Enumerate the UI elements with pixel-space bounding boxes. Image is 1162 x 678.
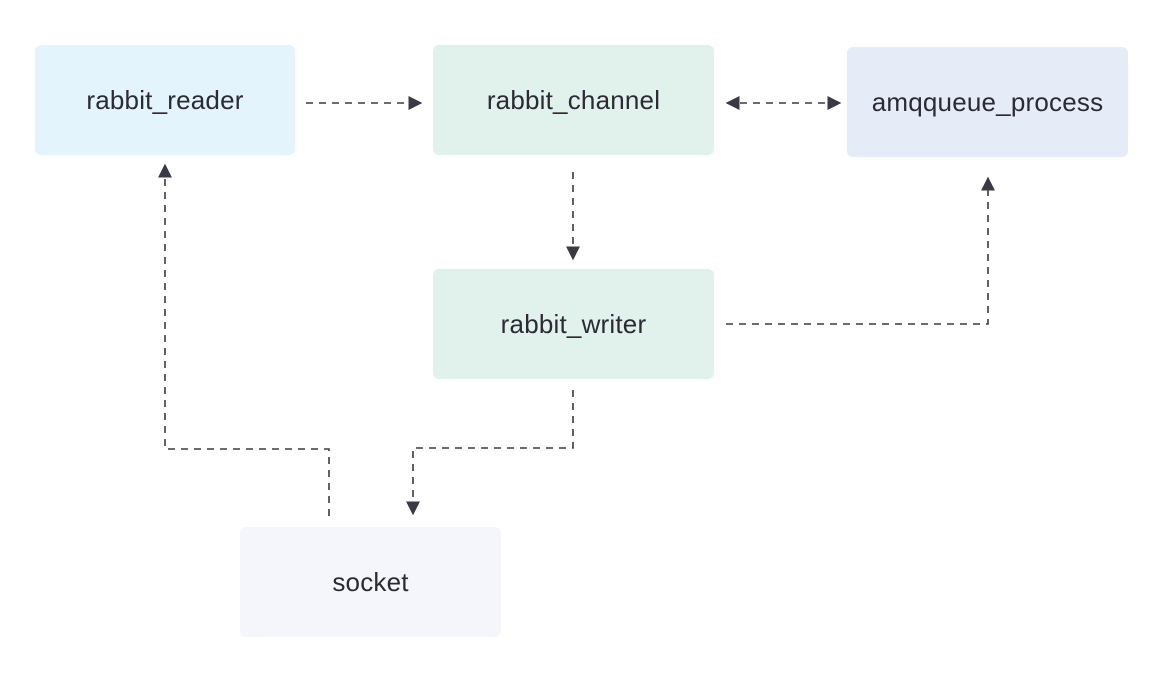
node-amqqueue-process: amqqueue_process [847, 47, 1128, 157]
edge-writer-to-amq [726, 176, 995, 325]
edge-socket-to-reader [158, 163, 330, 516]
node-rabbit-reader: rabbit_reader [35, 45, 295, 155]
node-label: socket [332, 566, 409, 597]
node-rabbit-writer: rabbit_writer [433, 269, 714, 379]
node-rabbit-channel: rabbit_channel [433, 45, 714, 155]
edge-writer-to-socket [406, 390, 574, 516]
node-label: rabbit_reader [86, 84, 244, 115]
node-socket: socket [240, 527, 501, 637]
node-label: rabbit_channel [486, 84, 661, 115]
node-label: rabbit_writer [500, 308, 647, 339]
node-label: amqqueue_process [871, 86, 1104, 117]
